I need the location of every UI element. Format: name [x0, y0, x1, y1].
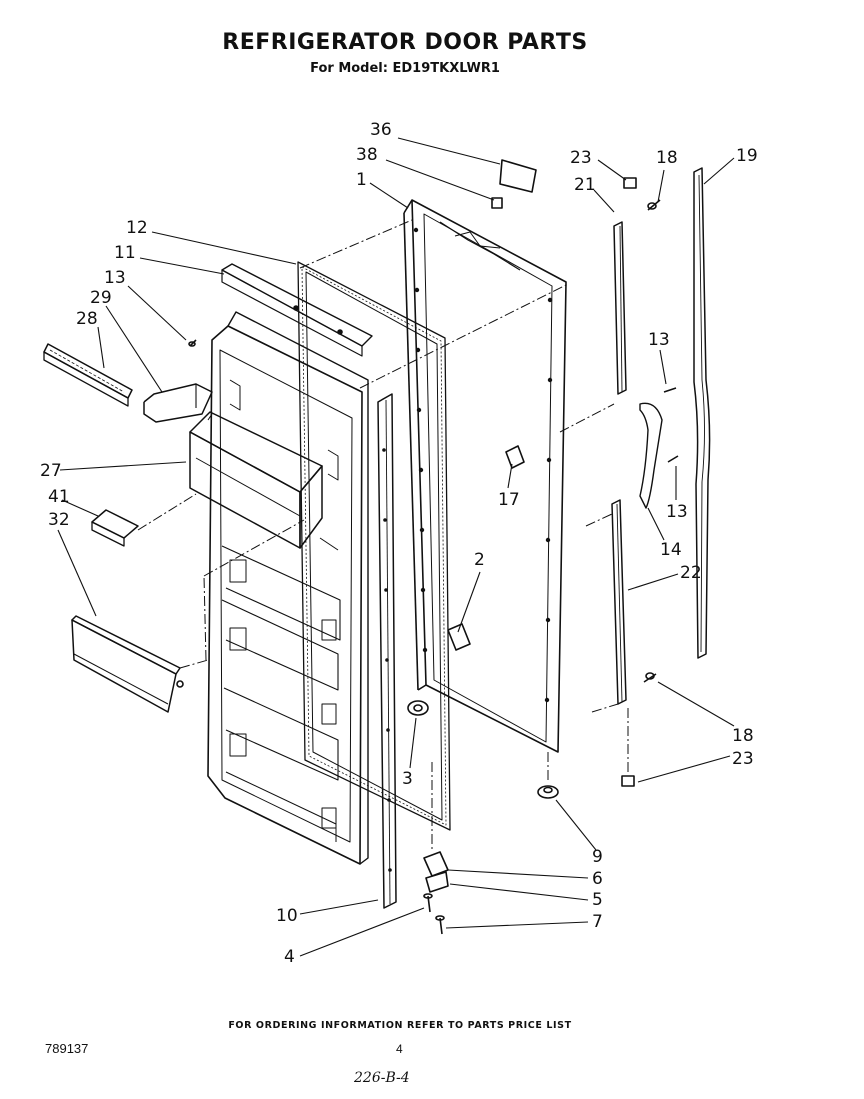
callout-4: 4 — [284, 947, 295, 967]
door-side-trim-part-10 — [377, 393, 397, 909]
callout-labels: 36 38 1 12 11 13 29 28 27 41 32 23 18 19… — [40, 120, 758, 967]
outer-door-panel — [403, 199, 567, 753]
screw-part-18-bottom — [643, 672, 657, 683]
leader-lines — [57, 137, 735, 957]
ordering-note: FOR ORDERING INFORMATION REFER TO PARTS … — [228, 1020, 572, 1031]
drip-tray-part-41 — [91, 509, 139, 547]
callout-22: 22 — [680, 563, 702, 583]
callout-19: 19 — [736, 146, 758, 166]
callout-14: 14 — [660, 540, 682, 560]
callout-36: 36 — [370, 120, 392, 140]
callout-18-bottom: 18 — [732, 726, 754, 746]
bracket-part-2 — [447, 623, 471, 651]
callout-23-top: 23 — [570, 148, 592, 168]
callout-41: 41 — [48, 487, 70, 507]
callout-13-right-upper: 13 — [648, 330, 670, 350]
screw-part-4 — [423, 893, 433, 913]
callout-29: 29 — [90, 288, 112, 308]
clip-part-23-top — [623, 177, 637, 189]
handle-trim-lower-part-22 — [611, 499, 627, 705]
hinge-part-6-5 — [423, 851, 449, 893]
callout-10: 10 — [276, 906, 298, 926]
screw-part-13-right-b — [667, 455, 679, 463]
callout-18-top: 18 — [656, 148, 678, 168]
washer-part-9 — [537, 785, 559, 799]
label-part-36 — [499, 159, 537, 193]
callout-6: 6 — [592, 869, 603, 889]
handwritten-code: 226-B-4 — [354, 1070, 410, 1086]
screw-part-13-left — [188, 339, 197, 347]
callout-3: 3 — [402, 769, 413, 789]
dispenser-grille-part-28 — [43, 343, 133, 407]
callout-11: 11 — [114, 243, 136, 263]
callout-27: 27 — [40, 461, 62, 481]
screw-part-13-right-a — [663, 387, 677, 393]
dispenser-housing — [189, 411, 339, 551]
callout-7: 7 — [592, 912, 603, 932]
callout-2: 2 — [474, 550, 485, 570]
callout-17: 17 — [498, 490, 520, 510]
screw-part-7 — [435, 915, 445, 935]
model-subtitle: For Model: ED19TKXLWR1 — [310, 61, 500, 76]
callout-13-left: 13 — [104, 268, 126, 288]
callout-12: 12 — [126, 218, 148, 238]
dispenser-arm-part-29 — [143, 383, 213, 423]
label-part-38 — [491, 197, 503, 209]
document-number: 789137 — [45, 1041, 89, 1056]
assembly-lines — [137, 219, 629, 850]
dispenser-panel-part-32 — [71, 615, 184, 713]
callout-5: 5 — [592, 890, 603, 910]
cam-part-3 — [407, 700, 429, 716]
page-number: 4 — [396, 1042, 403, 1056]
callout-13-right-lower: 13 — [666, 502, 688, 522]
door-gasket — [297, 261, 451, 831]
door-handle-part-19 — [693, 167, 711, 659]
clip-part-23-bottom — [621, 775, 635, 787]
stop-part-17 — [505, 445, 525, 469]
callout-1: 1 — [356, 170, 367, 190]
handle-bracket-part-14 — [639, 402, 663, 509]
handle-trim-upper-part-21 — [613, 221, 627, 395]
callout-9: 9 — [592, 847, 603, 867]
callout-28: 28 — [76, 309, 98, 329]
top-trim — [221, 263, 373, 357]
page-title: REFRIGERATOR DOOR PARTS — [222, 30, 588, 55]
callout-38: 38 — [356, 145, 378, 165]
callout-32: 32 — [48, 510, 70, 530]
callout-23-bottom: 23 — [732, 749, 754, 769]
inner-door-liner — [207, 311, 369, 865]
callout-21: 21 — [574, 175, 596, 195]
